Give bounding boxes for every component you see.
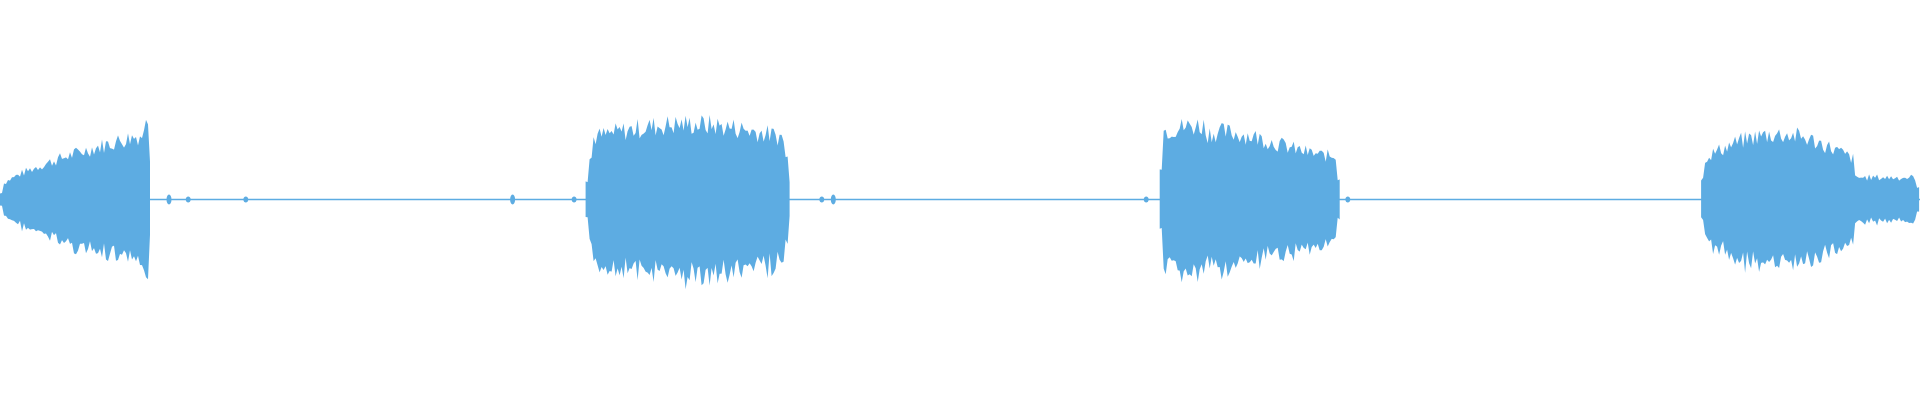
waveform-segment-3 (1159, 119, 1340, 283)
noise-blips (166, 194, 1351, 205)
waveform-segment-4 (1701, 127, 1920, 273)
noise-blip (819, 196, 825, 203)
waveform-segment-2 (585, 115, 790, 290)
noise-blip (185, 196, 191, 203)
noise-blip (830, 194, 836, 205)
noise-blip (1345, 196, 1351, 203)
noise-blip (1143, 196, 1149, 203)
noise-blip (166, 194, 172, 205)
noise-blip (243, 196, 249, 203)
noise-blip (571, 196, 577, 203)
noise-blip (510, 194, 516, 205)
audio-segments (0, 115, 1920, 290)
waveform-segment-1 (0, 119, 150, 280)
